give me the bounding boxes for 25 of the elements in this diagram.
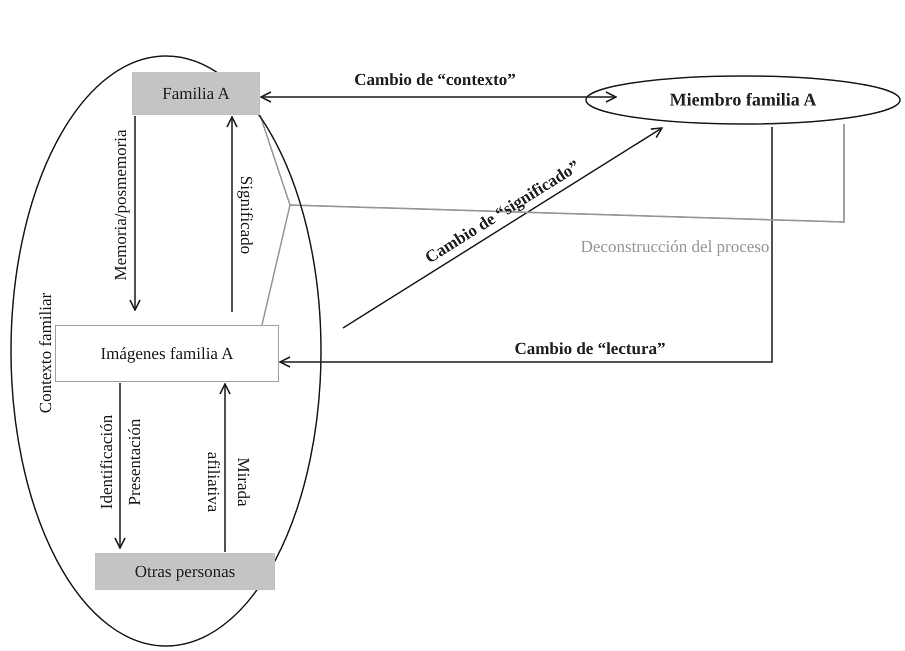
process-box — [95, 553, 275, 590]
edge-label: Memoria/posmemoria — [111, 128, 131, 283]
context-ellipse — [10, 55, 322, 647]
edge-label: Identificación Presentación — [96, 414, 145, 512]
arrow — [129, 116, 141, 311]
edge-label: Cambio de “lectura” — [514, 339, 666, 359]
arrow — [260, 91, 617, 103]
arrow — [226, 116, 238, 312]
arrow — [342, 127, 663, 329]
node-label: Imágenes familia A — [100, 344, 234, 364]
arrow — [279, 127, 773, 368]
node-label: Miembro familia A — [670, 90, 816, 110]
member-ellipse — [585, 75, 901, 125]
edge-label: Deconstrucción del proceso — [580, 237, 770, 257]
group-label: Contexto familiar — [36, 292, 56, 414]
node-label: Familia A — [162, 84, 230, 104]
edge-label: Significado — [236, 174, 256, 256]
edge-label: Mirada afiliativa — [203, 450, 254, 514]
edge-label: Cambio de “contexto” — [354, 70, 516, 90]
process-box — [132, 72, 260, 115]
arrow — [219, 383, 231, 552]
arrow — [114, 383, 126, 549]
node-label: Otras personas — [134, 562, 236, 582]
process-box — [55, 325, 279, 382]
bracket-line — [261, 124, 845, 326]
